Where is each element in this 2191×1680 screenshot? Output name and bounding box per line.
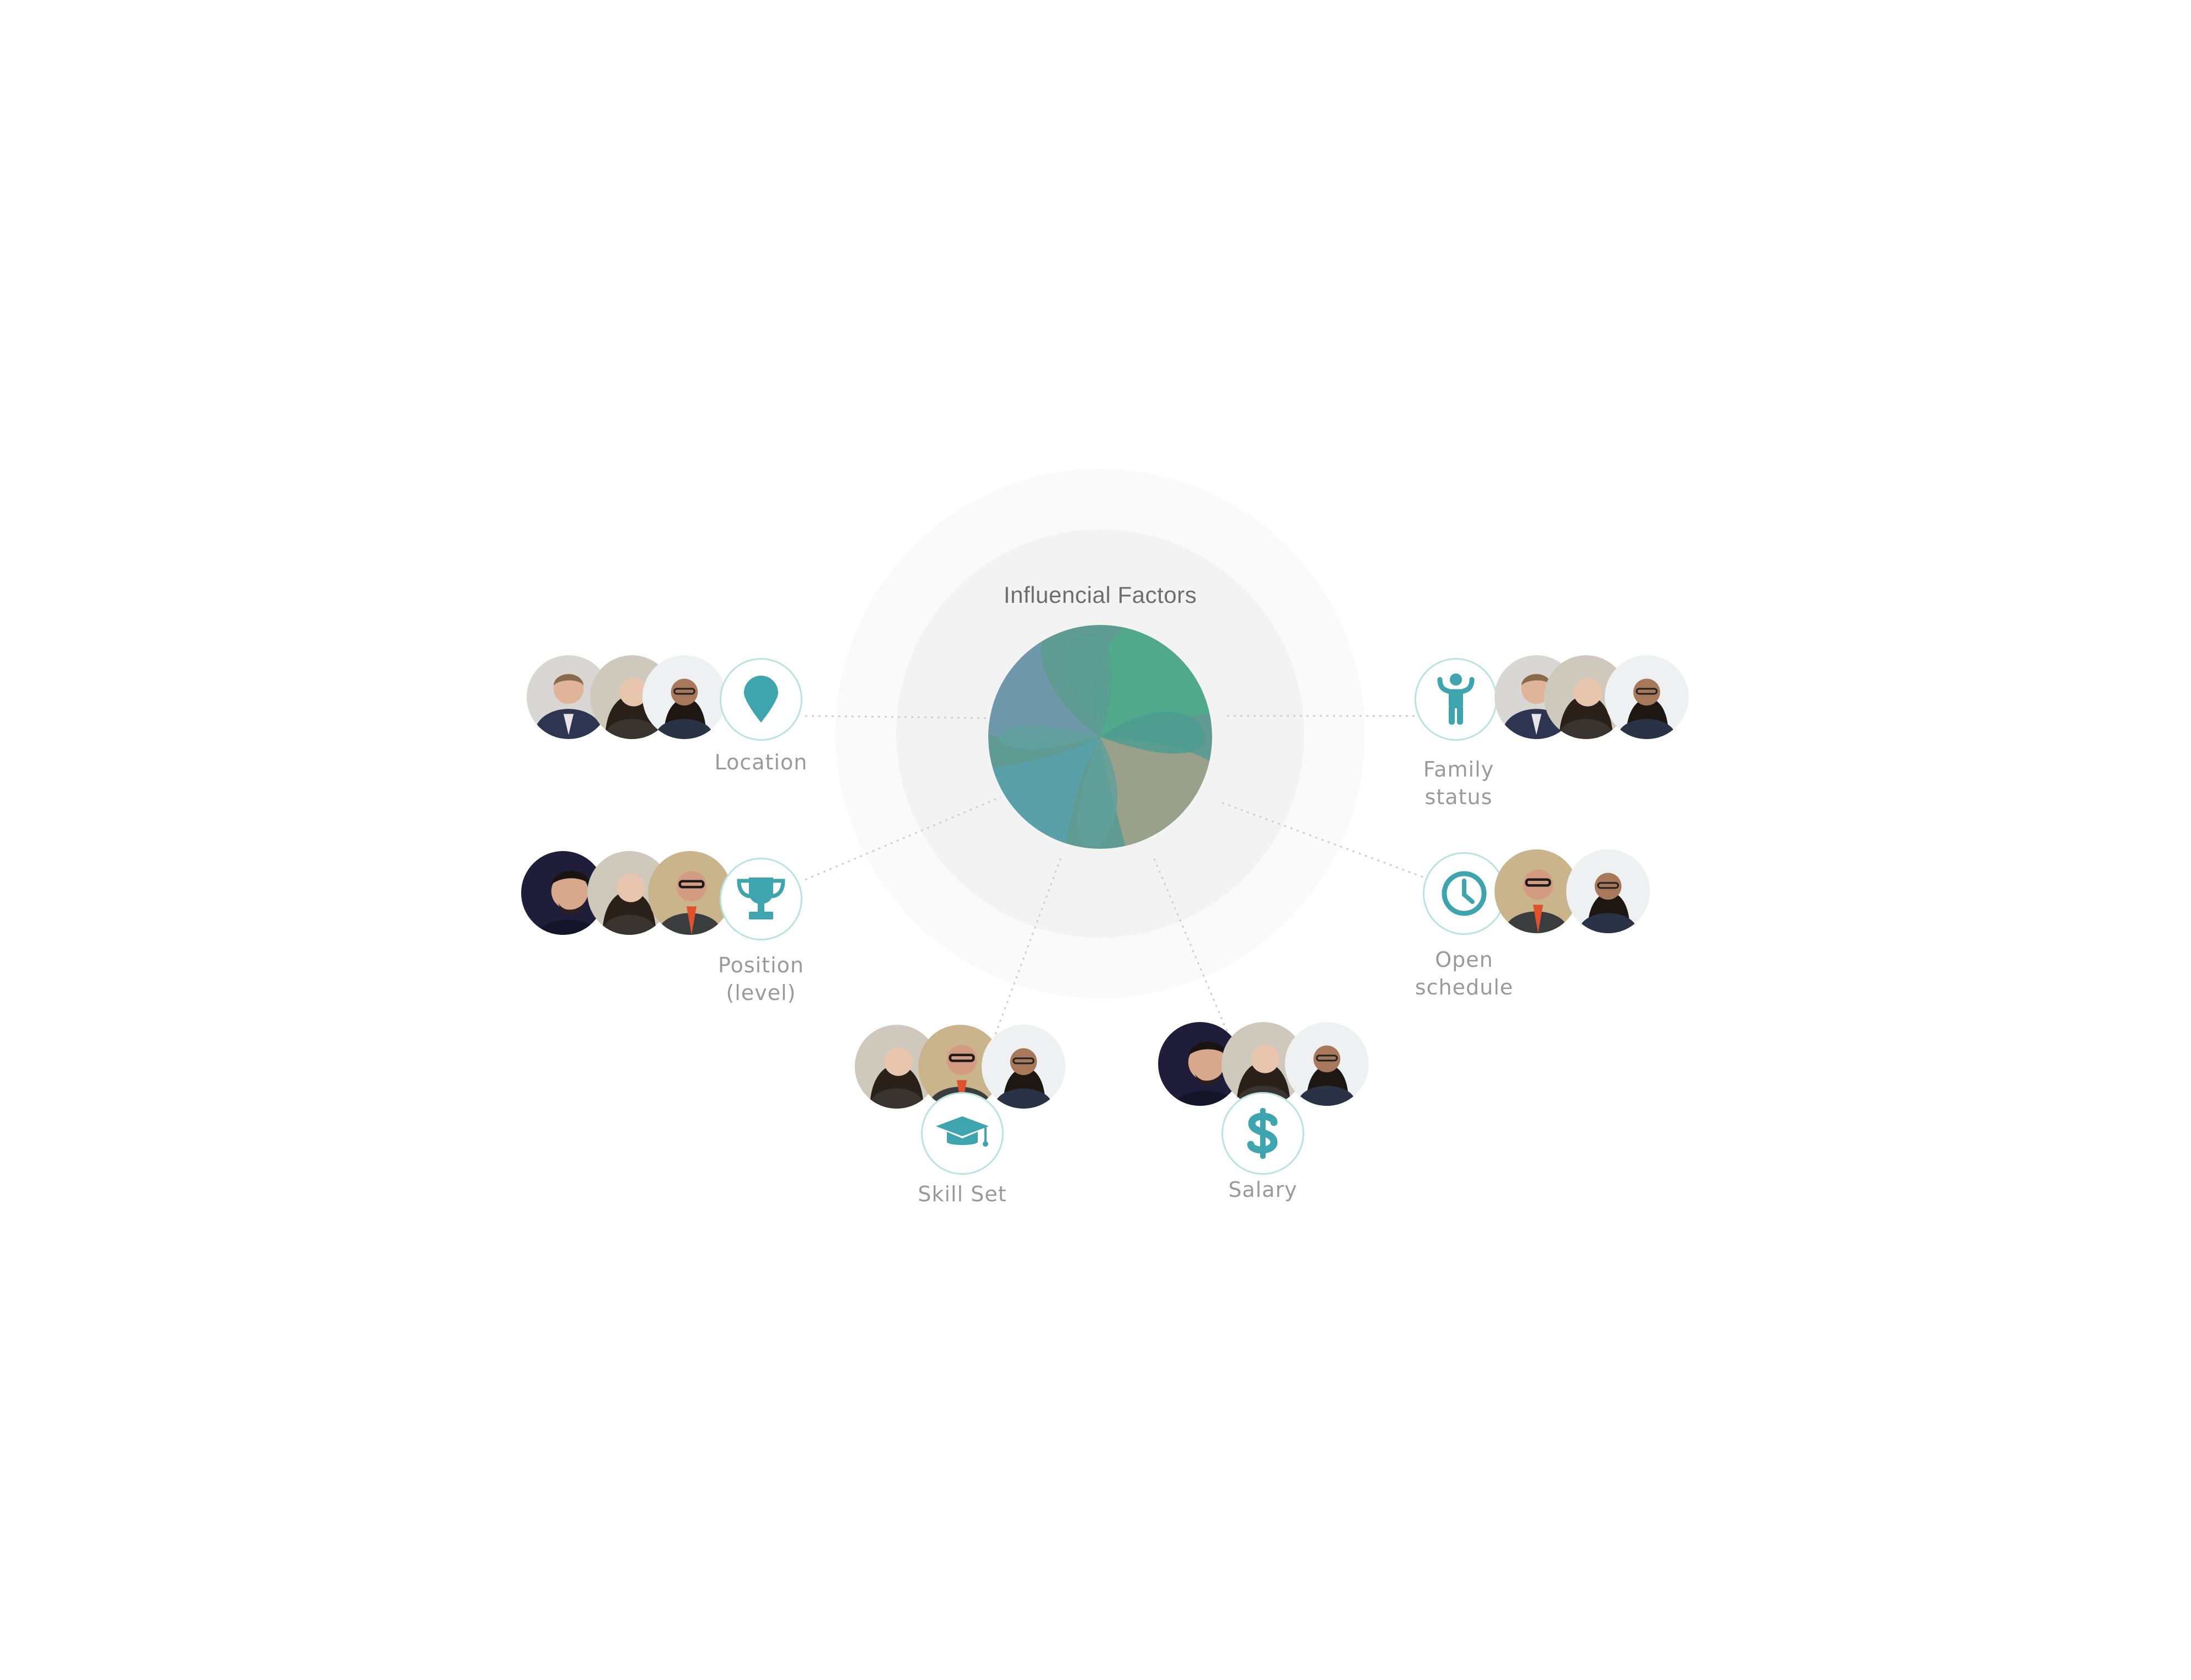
factor-label: Skill Set — [918, 1182, 1007, 1206]
factor-label: Family status — [1423, 757, 1494, 809]
link-position — [805, 796, 1001, 881]
link-skill-set — [994, 855, 1063, 1035]
avatar — [982, 1025, 1065, 1109]
avatar — [855, 1025, 939, 1109]
factor-label: Position (level) — [718, 953, 804, 1005]
link-location — [805, 715, 993, 719]
avatar — [642, 655, 726, 739]
trophy-icon[interactable] — [720, 858, 802, 940]
clock-icon[interactable] — [1423, 852, 1506, 935]
graduation-cap-icon[interactable] — [921, 1092, 1004, 1175]
factor-label: Location — [714, 750, 808, 774]
avatar — [1566, 849, 1650, 933]
dollar-icon[interactable] — [1222, 1092, 1304, 1175]
avatar — [1605, 655, 1689, 739]
avatar — [1285, 1022, 1369, 1106]
diagram-title: Influencial Factors — [1003, 582, 1197, 608]
factor-label: Salary — [1228, 1178, 1298, 1202]
link-open-schedule — [1221, 801, 1423, 878]
influence-blob — [988, 625, 1212, 849]
factor-label: Open schedule — [1415, 948, 1514, 999]
avatar — [1494, 849, 1578, 933]
child-icon[interactable] — [1415, 658, 1497, 741]
map-pin-icon[interactable] — [720, 658, 802, 741]
avatar — [648, 851, 732, 935]
link-salary — [1151, 854, 1228, 1032]
